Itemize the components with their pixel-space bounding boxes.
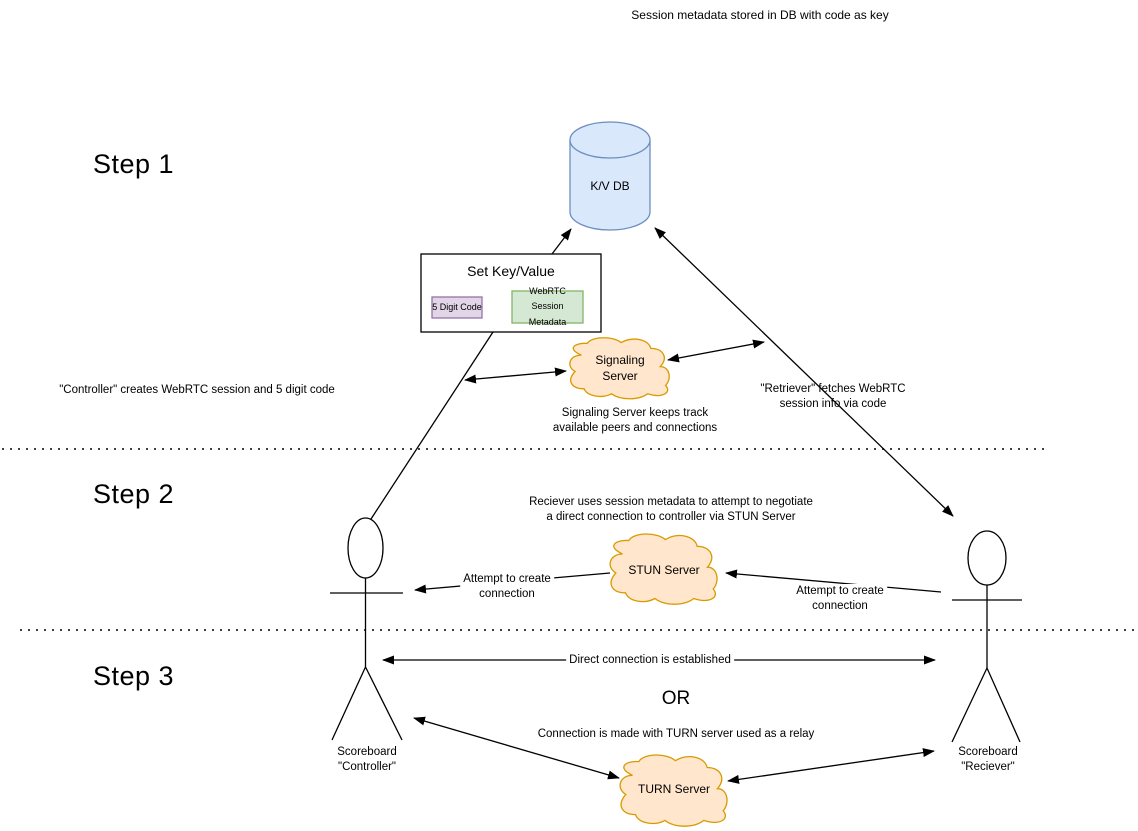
webrtc-metadata-label: WebRTC Session Metadata [528,286,567,327]
edge-signaling-left [464,367,567,384]
kv-db-label: K/V DB [590,179,630,193]
turn-server-cloud [619,754,728,827]
kv-db-node [569,121,651,231]
step-1-label: Step 1 [93,149,175,179]
reciever-negotiate-note: Reciever uses session metadata to attemp… [529,496,813,523]
controller-legs [331,665,403,741]
edge-db-retriever [654,227,954,517]
reciever-legs [951,666,1021,743]
edge-reciever-to-stun [725,569,942,593]
controller-actor-figure [330,517,403,741]
signaling-server-label: Signaling Server [595,353,645,383]
signaling-server-cloud [569,337,670,400]
controller-head [347,517,384,579]
stun-server-label: STUN Server [628,563,700,577]
edge-signaling-right [667,339,765,363]
stun-server-cloud [609,533,718,605]
db-cylinder-body [569,140,651,231]
reciever-head [967,530,1007,586]
five-digit-code-label: 5 Digit Code [432,301,482,312]
edge-controller-turn [413,716,620,780]
edge-setkv-controller [370,331,494,520]
turn-server-label: TURN Server [637,782,711,796]
webrtc-metadata-box [511,290,584,324]
five-digit-code-box [431,296,483,319]
edge-turn-reciever [727,748,935,784]
controller-creates-note: "Controller" creates WebRTC session and … [59,384,335,396]
scoreboard-controller-label: Scoreboard "Controller" [337,746,397,773]
step-3-label: Step 3 [93,661,175,691]
direct-connection-label: Direct connection is established [566,653,734,668]
retriever-fetches-note: "Retriever" fetches WebRTC session info … [760,383,906,410]
reciever-actor-figure [951,530,1022,743]
edge-setkv-to-db [551,228,572,255]
step-2-label: Step 2 [93,479,175,509]
signaling-note: Signaling Server keeps track available p… [552,407,718,434]
turn-relay-note: Connection is made with TURN server used… [537,728,815,740]
db-cylinder-top [569,121,651,159]
db-note: Session metadata stored in DB with code … [631,8,889,22]
scoreboard-reciever-label: Scoreboard "Reciever" [958,746,1018,773]
or-label: OR [661,688,691,709]
set-key-value-title: Set Key/Value [467,263,555,279]
attempt-right-label: Attempt to create connection [793,584,887,614]
attempt-left-label: Attempt to create connection [460,572,554,602]
